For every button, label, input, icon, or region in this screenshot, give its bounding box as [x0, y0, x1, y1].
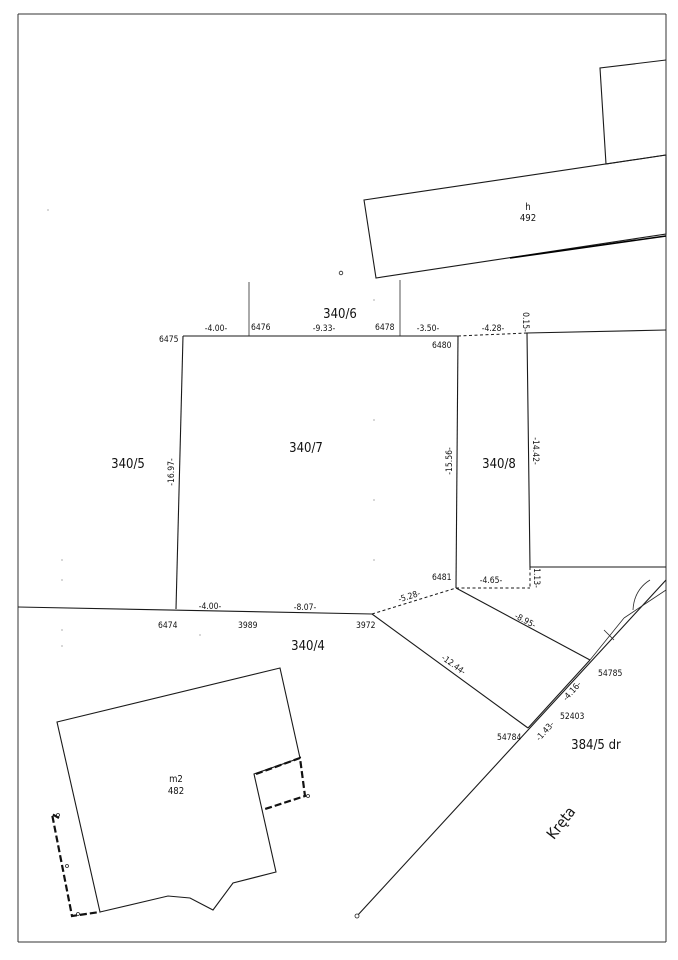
point-number: 52403: [560, 712, 584, 722]
parcel-boundaries: [17, 280, 667, 917]
building-outline-top-right: [599, 59, 667, 165]
building-m2-482: m2 482: [50, 667, 310, 918]
point-number: 54785: [598, 669, 622, 679]
street-end-marker: [354, 913, 360, 919]
building-h-492: h 492: [363, 154, 667, 279]
point-number: 6474: [158, 621, 178, 631]
dimension-label: -4.16-: [561, 680, 584, 704]
point-number: 6480: [432, 341, 452, 351]
street-name: Kręta: [543, 803, 580, 843]
dimension-label: -9.33-: [313, 324, 336, 334]
point-number: 6481: [432, 573, 452, 583]
sheet-frame: [17, 13, 667, 943]
dimension-label: -4.28-: [482, 324, 505, 334]
point-number: 6475: [159, 335, 179, 345]
dimension-label: 1.13-: [531, 568, 541, 588]
dimension-label: -8.07-: [294, 603, 317, 613]
building-outline-340-8: [526, 329, 667, 588]
dimension-label: -1.43-: [534, 720, 557, 744]
dimension-labels: -4.00- -9.33- -3.50- -4.28- 0.15- -16.97…: [167, 312, 584, 743]
building-type-label: m2: [169, 774, 183, 785]
parcel-labels: 340/6 340/7 340/5 340/8 340/4 384/5 dr: [111, 307, 621, 753]
dimension-label: 0.15-: [520, 312, 530, 332]
point-number: 6478: [375, 323, 395, 333]
parcel-label: 340/6: [323, 307, 357, 322]
point-numbers: 6475 6476 6478 6480 6481 6474 3989 3972 …: [158, 323, 622, 743]
dimension-label: -4.00-: [199, 602, 222, 612]
dimension-label: -4.65-: [480, 576, 503, 586]
parcel-label: 340/4: [291, 639, 325, 654]
parcel-label: 340/7: [289, 441, 323, 456]
parcel-label: 340/8: [482, 457, 516, 472]
faint-marks: [47, 209, 375, 647]
dimension-label: -16.97-: [167, 458, 177, 486]
dimension-label: -15.56-: [445, 447, 455, 475]
point-number: 6476: [251, 323, 271, 333]
building-number-label: 492: [520, 213, 536, 224]
dimension-label: -3.50-: [417, 324, 440, 334]
point-number: 3972: [356, 621, 376, 631]
dimension-label: -8.95-: [513, 612, 538, 632]
parcel-label: 340/5: [111, 457, 145, 472]
point-number: 54784: [497, 733, 521, 743]
dimension-label: -14.42-: [530, 437, 540, 465]
point-number: 3989: [238, 621, 258, 631]
building-type-label: h: [525, 202, 530, 213]
building-number-label: 482: [168, 786, 184, 797]
parcel-label: 384/5 dr: [571, 738, 621, 753]
dimension-label: -4.00-: [205, 324, 228, 334]
point-marker: [338, 270, 344, 276]
